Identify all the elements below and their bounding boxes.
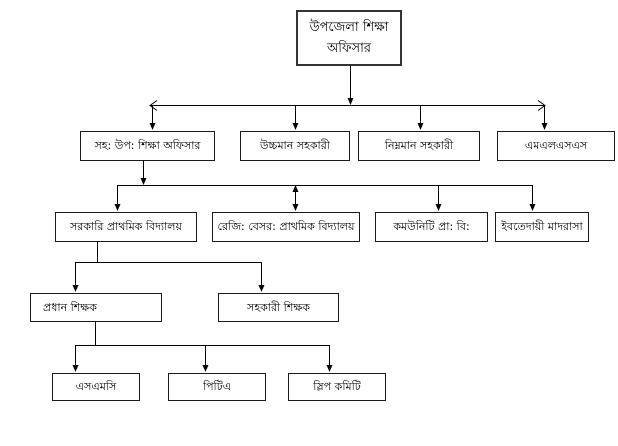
node-asst-upazila-education-officer: সহ: উপ: শিক্ষা অফিসার [80,131,215,161]
arrow-down-icon [140,178,147,185]
node-slip-committee: স্লিপ কমিটি [288,373,386,401]
node-smc: এসএমসি [52,373,140,401]
arrow-down-icon [292,204,299,211]
node-lower-grade-assistant: নিম্নমান সহকারী [358,131,480,161]
node-head-teacher: প্রধান শিক্ষক [30,293,162,322]
arrowheads [72,98,548,372]
node-upazila-education-officer: উপজেলা শিক্ষা অফিসার [296,10,402,66]
connector-segments [75,66,545,366]
arrow-down-icon [347,98,354,105]
arrow-down-icon [326,365,333,372]
arrow-right-icon [537,100,546,111]
arrow-down-icon [258,285,265,292]
arrow-down-icon [529,204,536,211]
node-regd-nongovt-primary-school: রেজি: বেসর: প্রাথমিক বিদ্যালয় [212,212,360,242]
arrow-left-icon [149,100,158,111]
arrow-down-icon [114,204,121,211]
arrow-down-icon [292,123,299,130]
node-pta: পিটিএ [168,373,266,401]
arrow-up-icon [292,185,299,192]
arrow-down-icon [72,365,79,372]
node-mlss: এমএলএসএস [497,131,615,161]
arrow-down-icon [72,285,79,292]
node-govt-primary-school: সরকারি প্রাথমিক বিদ্যালয় [55,212,197,242]
arrow-down-icon [202,365,209,372]
arrow-down-icon [149,123,156,130]
node-higher-grade-assistant: উচ্চমান সহকারী [240,131,350,161]
arrow-down-icon [541,123,548,130]
rail-end-arrows [149,100,546,111]
node-ebtedayee-madrasa: ইবতেদায়ী মাদরাসা [495,212,589,242]
arrow-down-icon [417,123,424,130]
node-assistant-teacher: সহকারী শিক্ষক [218,293,339,322]
node-community-primary-school: কমউনিটি প্রা: বি: [375,212,488,242]
arrow-down-icon [435,204,442,211]
